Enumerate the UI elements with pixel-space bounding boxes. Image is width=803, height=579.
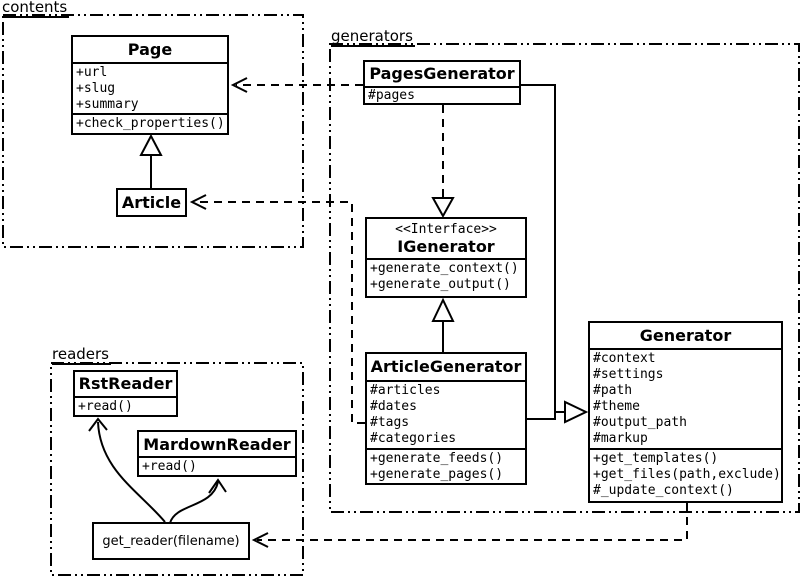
attribute-line: +url [76,65,108,80]
class-articlegenerator-attributes: #articles #dates #tags #categories [367,382,525,450]
class-article-name: Article [121,193,182,212]
method-line: +generate_feeds() [370,450,504,466]
realization-pagesgenerator-igenerator-triangle [431,197,455,219]
method-line: +read() [142,459,197,475]
attribute-line: #pages [368,87,415,103]
class-rstreader: RstReader +read() [73,370,178,417]
method-line: +generate_pages() [370,466,504,482]
class-page-name: Page [73,37,227,64]
attribute-line: #theme [593,399,640,414]
arrow-getreader-mardownreader-arrowhead [208,478,227,494]
attribute-line: #dates [370,398,417,414]
class-generator-name: Generator [590,323,781,350]
attribute-line: #output_path [593,415,687,430]
class-igenerator-header: <<Interface>> IGenerator [367,219,525,260]
class-generator: Generator #context #settings #path #them… [588,321,783,503]
generalization-generator-triangle [564,400,589,424]
class-mardownreader-methods: +read() [139,458,295,475]
attribute-line: +slug [76,81,116,96]
arrow-getreader-rstreader-arrowhead [88,417,108,432]
dependency-generator-getreader-line [257,503,688,541]
package-label-contents: contents [2,0,70,18]
dependency-pagesgenerator-page-arrowhead [230,77,248,93]
class-pagesgenerator-name: PagesGenerator [365,62,519,88]
package-contents-border [2,14,304,248]
class-mardownreader-name: MardownReader [139,432,295,459]
class-page: Page +url +slug +summary +check_properti… [71,35,229,135]
generalization-articlegenerator-generator-line [527,412,556,420]
method-line: +get_templates() [593,451,719,466]
package-label-readers: readers [52,345,111,365]
generalization-article-page-triangle [139,133,163,156]
class-page-attributes: +url +slug +summary [73,64,227,115]
arrow-getreader-mardownreader-line [169,481,219,524]
class-articlegenerator-methods: +generate_feeds() +generate_pages() [367,450,525,483]
attribute-line: #categories [370,430,457,446]
dependency-articlegenerator-article-arrowhead [189,194,207,210]
class-rstreader-methods: +read() [75,398,176,415]
class-mardownreader: MardownReader +read() [137,430,297,477]
method-line: +generate_context() [370,261,519,276]
attribute-line: +summary [76,97,139,112]
class-pagesgenerator-attributes: #pages [365,88,519,103]
class-igenerator-methods: +generate_context() +generate_output() [367,260,525,296]
function-get-reader: get_reader(filename) [92,522,250,560]
class-page-methods: +check_properties() [73,115,227,133]
class-igenerator-name: IGenerator [397,237,495,256]
attribute-line: #markup [593,431,648,446]
method-line: +read() [78,398,133,414]
package-generators-border [329,43,800,513]
dependency-articlegenerator-article-line [194,201,365,424]
method-line: #_update_context() [593,483,734,498]
class-generator-methods: +get_templates() +get_files(path,exclude… [590,450,781,501]
class-rstreader-name: RstReader [75,372,176,398]
class-igenerator-stereotype: <<Interface>> [395,222,497,237]
method-line: +check_properties() [76,116,225,131]
dependency-generator-getreader-arrowhead [251,532,269,548]
class-article: Article [116,188,187,217]
method-line: +get_files(path,exclude) [593,467,781,482]
class-igenerator: <<Interface>> IGenerator +generate_conte… [365,217,527,298]
attribute-line: #path [593,383,633,398]
generalization-pagesgenerator-generator-line [521,84,565,413]
class-articlegenerator-name: ArticleGenerator [367,354,525,382]
class-pagesgenerator: PagesGenerator #pages [363,60,521,105]
method-line: +generate_output() [370,277,511,292]
attribute-line: #context [593,351,656,366]
generalization-articlegenerator-igenerator-triangle [431,297,455,322]
package-readers-border [50,362,304,576]
class-articlegenerator: ArticleGenerator #articles #dates #tags … [365,352,527,485]
arrow-getreader-rstreader-line [97,421,166,523]
attribute-line: #settings [593,367,664,382]
class-generator-attributes: #context #settings #path #theme #output_… [590,350,781,450]
attribute-line: #tags [370,414,410,430]
attribute-line: #articles [370,382,441,398]
package-label-generators: generators [331,27,415,47]
function-get-reader-label: get_reader(filename) [102,533,240,549]
